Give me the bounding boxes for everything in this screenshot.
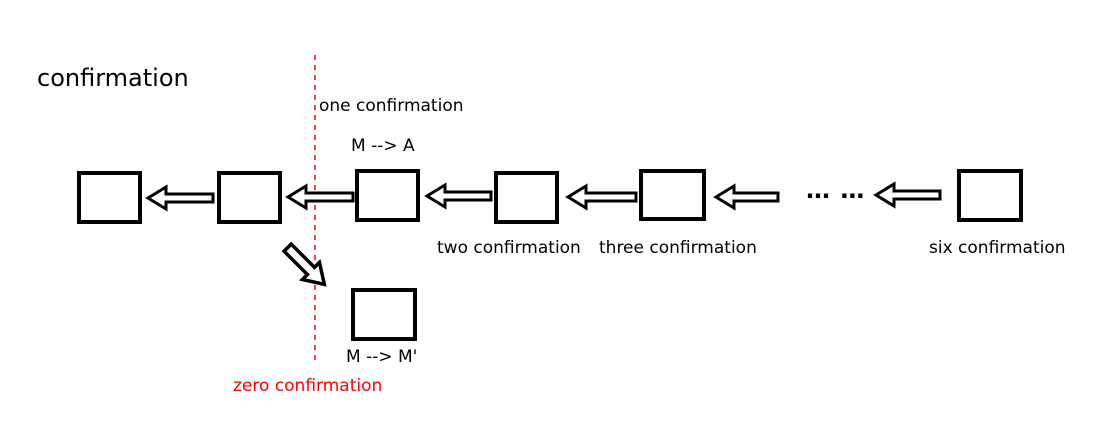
block-2 <box>217 171 282 224</box>
arrow-4-to-3 <box>424 182 493 210</box>
diagram-title: confirmation <box>37 64 189 92</box>
label-two-confirmation: two confirmation <box>437 238 581 258</box>
block-3 <box>355 169 420 222</box>
fork-block <box>351 288 417 341</box>
ellipsis-gap: … … <box>806 176 866 204</box>
label-one-confirmation: one confirmation <box>319 96 464 116</box>
arrow-6-to-prev <box>873 181 942 209</box>
block-6 <box>957 169 1023 222</box>
arrow-next-to-5 <box>713 183 780 211</box>
arrow-5-to-4 <box>565 183 638 211</box>
block-1 <box>77 171 142 224</box>
label-m-to-m-prime: M --> M' <box>346 347 418 367</box>
label-six-confirmation: six confirmation <box>929 238 1066 258</box>
block-4 <box>494 171 559 224</box>
label-zero-confirmation: zero confirmation <box>233 376 383 396</box>
arrow-3-to-2 <box>285 183 355 211</box>
arrow-2-to-1 <box>145 184 215 212</box>
label-m-to-a: M --> A <box>351 136 415 156</box>
arrow-fork-to-2 <box>281 241 327 287</box>
label-three-confirmation: three confirmation <box>599 238 757 258</box>
block-5 <box>639 169 706 221</box>
